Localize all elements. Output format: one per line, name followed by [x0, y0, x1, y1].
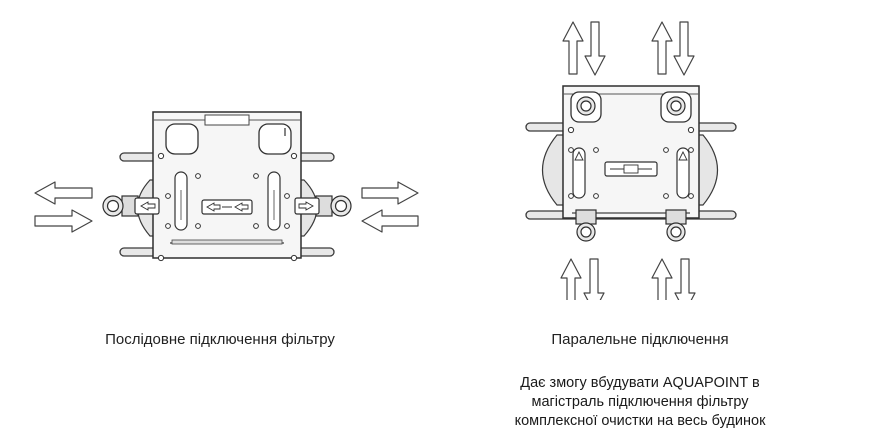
down-arrow-bottom-left	[583, 258, 605, 300]
parallel-connection-description: Дає змогу вбудувати AQUAPOINT в магістра…	[462, 374, 818, 431]
inflow-arrow-right	[361, 209, 419, 233]
down-arrow-top-right	[673, 21, 695, 76]
description-line: Дає змогу вбудувати AQUAPOINT в	[520, 375, 760, 391]
plate-window	[258, 123, 292, 155]
series-connection-diagram	[0, 0, 440, 300]
description-line: комплексної очистки на весь будинок	[514, 413, 766, 429]
bottom-fitting	[575, 209, 687, 242]
top-valve	[576, 96, 686, 116]
up-arrow-bottom-right	[651, 258, 673, 300]
description-line: магістраль підключення фільтру	[531, 394, 749, 410]
adjust-slot	[572, 147, 586, 199]
outlet-fitting-right	[294, 195, 352, 217]
parallel-connection-diagram	[440, 0, 870, 300]
down-arrow-bottom-right	[674, 258, 696, 300]
parallel-connection-caption: Паралельне підключення	[551, 331, 729, 348]
series-connection-caption: Послідовне підключення фільтру	[105, 331, 335, 348]
outflow-arrow-right	[361, 181, 419, 205]
plate-window	[165, 123, 199, 155]
inlet-fitting-left	[102, 195, 160, 217]
up-arrow-bottom-left	[560, 258, 582, 300]
adjust-slot	[676, 147, 690, 199]
up-arrow-top-right	[651, 21, 673, 75]
inflow-arrow-left	[34, 209, 93, 233]
outflow-arrow-left	[34, 181, 93, 205]
up-arrow-top-left	[562, 21, 584, 75]
down-arrow-top-left	[584, 21, 606, 76]
